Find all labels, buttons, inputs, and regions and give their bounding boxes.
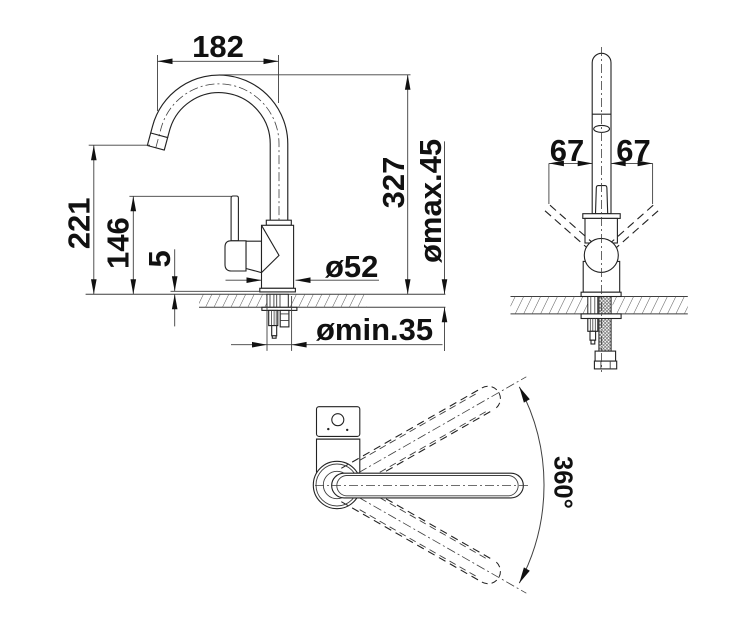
svg-text:182: 182 [192, 29, 244, 64]
svg-text:146: 146 [101, 217, 136, 269]
svg-text:ømin.35: ømin.35 [316, 312, 433, 347]
svg-text:5: 5 [142, 250, 177, 267]
svg-text:327: 327 [376, 157, 411, 209]
svg-text:ømax.45: ømax.45 [413, 139, 448, 263]
svg-text:ø52: ø52 [325, 249, 378, 284]
svg-text:221: 221 [61, 198, 96, 250]
svg-text:67: 67 [616, 133, 650, 168]
svg-text:67: 67 [550, 133, 584, 168]
svg-text:360°: 360° [549, 456, 577, 509]
